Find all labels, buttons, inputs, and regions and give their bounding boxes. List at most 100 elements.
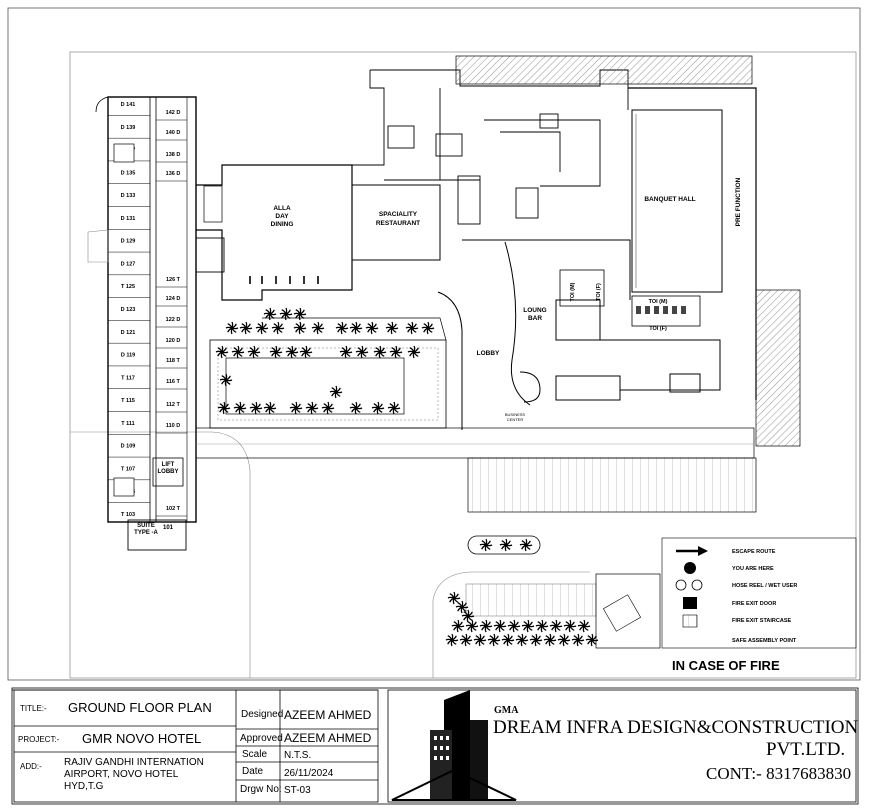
palm-tree-icon — [521, 619, 535, 633]
palm-tree-icon — [465, 619, 479, 633]
courtyard — [209, 291, 463, 430]
project-label: PROJECT:- — [18, 735, 60, 744]
palm-tree-icon — [455, 600, 469, 614]
palm-tree-icon — [507, 619, 521, 633]
palm-tree-icon — [239, 321, 253, 335]
restaurant-label-1: SPACIALITY — [379, 211, 418, 218]
palm-tree-icon — [349, 401, 363, 415]
title-label: TITLE:- — [20, 704, 47, 713]
company-contact: CONT:- 8317683830 — [706, 764, 852, 783]
dining-label-3: DINING — [271, 221, 294, 228]
room-label: 124 D — [166, 296, 181, 302]
toilet-female-label: TOI (F) — [596, 283, 602, 301]
palm-tree-icon — [217, 401, 231, 415]
palm-tree-icon — [329, 385, 343, 399]
date-label: Date — [242, 766, 264, 777]
dining-block: ALLA DAY DINING SPACIALITY RESTAURANT — [195, 164, 441, 301]
palm-tree-icon — [371, 401, 385, 415]
room-label: 122 D — [166, 317, 181, 323]
palm-tree-icon — [335, 321, 349, 335]
palm-tree-icon — [225, 321, 239, 335]
palm-tree-icon — [385, 321, 399, 335]
drawing-no-label: Drgw No: — [240, 784, 282, 795]
designed-label: Designed — [241, 709, 284, 720]
room-label: T 107 — [121, 466, 135, 472]
palm-tree-icon — [293, 307, 307, 321]
dining-label-2: DAY — [275, 213, 289, 220]
room-label: D 119 — [121, 353, 135, 359]
palm-tree-icon — [461, 609, 475, 623]
palm-tree-icon — [215, 345, 229, 359]
palm-tree-icon — [515, 633, 529, 647]
room-label: T 111 — [121, 421, 134, 427]
palm-tree-icon — [263, 307, 277, 321]
legend-label: ESCAPE ROUTE — [732, 549, 776, 555]
toilet-male-label: TOI (M) — [570, 282, 576, 301]
room-label: 112 T — [166, 402, 180, 408]
project-value: GMR NOVO HOTEL — [82, 731, 202, 746]
palm-tree-icon — [421, 321, 435, 335]
banquet-toilet-female-label: TOI (F) — [649, 326, 667, 332]
palm-tree-icon — [289, 401, 303, 415]
scale-label: Scale — [242, 749, 268, 760]
lobby-block — [462, 239, 721, 406]
room-label: 142 D — [166, 110, 181, 116]
palm-tree-icon — [479, 538, 493, 552]
palm-tree-icon — [459, 633, 473, 647]
palm-tree-icon — [305, 401, 319, 415]
legend-label: HOSE REEL / WET USER — [732, 583, 797, 589]
palm-tree-icon — [405, 321, 419, 335]
company-short: GMA — [494, 705, 519, 716]
palm-tree-icon — [577, 619, 591, 633]
room-label: 126 T — [166, 277, 181, 283]
black-rect-icon — [683, 597, 697, 609]
room-label: D 135 — [121, 170, 136, 176]
palm-tree-icon — [231, 345, 245, 359]
palm-tree-icon — [447, 591, 461, 605]
palm-tree-icon — [563, 619, 577, 633]
room-label: D 139 — [121, 125, 136, 131]
room-label: D 129 — [121, 239, 136, 245]
approved-label: Approved — [240, 733, 283, 744]
company-line-1: DREAM INFRA DESIGN&CONSTRUCTION — [493, 717, 859, 738]
double-circle-icon — [675, 579, 703, 591]
suite-label-line1: SUITE — [137, 523, 155, 529]
palm-tree-icon — [557, 633, 571, 647]
approved-value: AZEEM AHMED — [284, 731, 372, 745]
drawing-no-value: ST-03 — [284, 785, 311, 796]
palm-tree-icon — [321, 401, 335, 415]
palm-tree-icon — [373, 345, 387, 359]
palm-tree-icon — [549, 619, 563, 633]
lift-lobby-label-line2: LOBBY — [158, 469, 179, 475]
palm-tree-icon — [501, 633, 515, 647]
lounge-bar-label-2: BAR — [528, 315, 542, 322]
banquet-hall: BANQUET HALL PRE FUNCTION — [628, 87, 757, 400]
business-center-label-1: BUSINESS — [505, 412, 526, 417]
legend-label: FIRE EXIT DOOR — [732, 601, 776, 607]
palm-tree-icon — [529, 633, 543, 647]
date-value: 26/11/2024 — [284, 768, 334, 779]
room-label: 110 D — [166, 423, 180, 429]
palm-tree-icon — [293, 321, 307, 335]
palm-tree-icon — [249, 401, 263, 415]
room-label: T 103 — [121, 512, 135, 518]
palm-tree-icon — [349, 321, 363, 335]
room-label: 118 T — [166, 358, 180, 364]
room-label: T 117 — [121, 375, 135, 381]
stair-icon — [113, 477, 135, 497]
palm-tree-icon — [493, 619, 507, 633]
palm-tree-icon — [499, 538, 513, 552]
room-label: D 127 — [121, 261, 136, 267]
dining-label-1: ALLA — [273, 205, 291, 212]
room-label: 120 D — [166, 338, 181, 344]
lift-lobby-label-line1: LIFT — [162, 462, 175, 468]
service-block — [352, 69, 629, 225]
palm-tree-icon — [451, 619, 465, 633]
scale-value: N.T.S. — [284, 750, 312, 761]
address-line-3: HYD,T.G — [64, 781, 104, 792]
suite-number: 101 — [163, 525, 174, 531]
palm-tree-icon — [519, 538, 533, 552]
palm-tree-icon — [255, 321, 269, 335]
